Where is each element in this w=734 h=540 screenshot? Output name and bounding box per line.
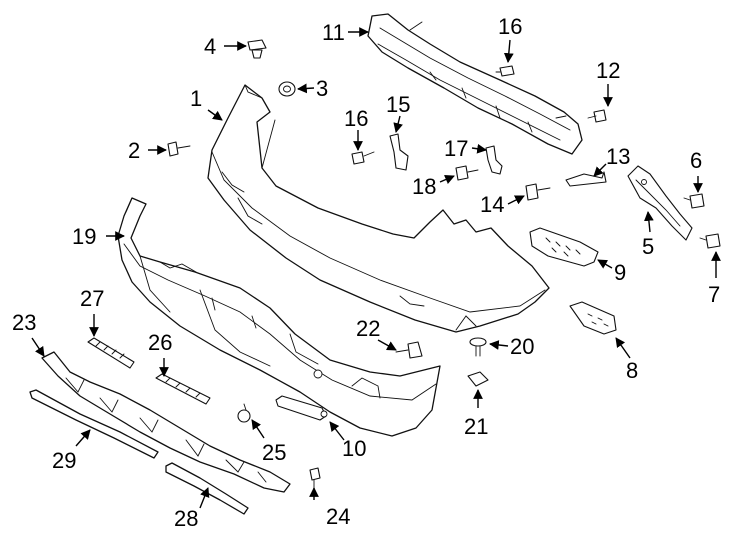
callout-10: 10 <box>342 436 366 461</box>
callout-27: 27 <box>80 286 104 311</box>
callout-labels: 1 2 3 4 5 6 7 8 9 10 11 12 13 14 15 16 1… <box>12 14 720 531</box>
impact-bar <box>367 13 583 155</box>
leader-lines <box>31 27 721 509</box>
callout-29: 29 <box>52 448 76 473</box>
leader-line-22 <box>377 339 397 351</box>
bracket-17 <box>485 145 503 175</box>
reflector-right <box>569 301 617 335</box>
leader-line-28 <box>199 487 210 509</box>
small-bracket <box>565 171 607 187</box>
bolt-18 <box>455 165 479 181</box>
leader-line-10 <box>329 421 345 441</box>
callout-18: 18 <box>412 174 436 199</box>
molding-29 <box>29 389 159 459</box>
side-bracket <box>627 165 693 241</box>
callout-12: 12 <box>596 58 620 83</box>
retainer-clip <box>247 39 267 59</box>
bolt-16 <box>495 65 515 77</box>
callout-19: 19 <box>72 224 96 249</box>
reinforcement-27 <box>87 337 135 369</box>
callout-8: 8 <box>626 358 638 383</box>
leader-line-29 <box>75 429 91 447</box>
bolt-14 <box>525 183 551 201</box>
leader-line-9 <box>597 259 613 269</box>
callout-28: 28 <box>174 506 198 531</box>
leader-line-17 <box>471 143 487 154</box>
leader-line-8 <box>615 337 631 359</box>
callout-20: 20 <box>510 334 534 359</box>
plug <box>237 403 251 423</box>
skid-plate <box>41 351 291 493</box>
callout-16b: 16 <box>344 106 368 131</box>
bolt-22 <box>395 341 423 359</box>
rear-bumper-cover-upper <box>207 84 550 333</box>
callout-16a: 16 <box>498 14 522 39</box>
callout-26: 26 <box>148 330 172 355</box>
callout-14: 14 <box>480 192 504 217</box>
bolt-12 <box>587 109 607 123</box>
push-pin-7 <box>699 233 721 249</box>
callout-5: 5 <box>642 234 654 259</box>
leader-line-13 <box>593 163 607 177</box>
leader-line-16a <box>503 39 514 63</box>
leader-line-1 <box>207 109 223 121</box>
callout-7: 7 <box>708 282 720 307</box>
leader-line-5 <box>644 211 654 233</box>
callout-6: 6 <box>690 148 702 173</box>
callout-21: 21 <box>464 414 488 439</box>
leader-line-14 <box>507 195 525 205</box>
callout-1: 1 <box>190 86 202 111</box>
callout-15: 15 <box>386 92 410 117</box>
leader-line-15 <box>393 115 403 133</box>
bracket-15 <box>389 133 409 171</box>
screw-24 <box>309 467 321 489</box>
trim-strip <box>275 395 328 421</box>
leader-line-18 <box>439 174 455 184</box>
leader-line-23 <box>31 337 45 357</box>
callout-2: 2 <box>128 138 140 163</box>
callout-4: 4 <box>204 34 216 59</box>
screw-2 <box>167 141 191 157</box>
callout-3: 3 <box>316 76 328 101</box>
callout-9: 9 <box>614 260 626 285</box>
callout-22: 22 <box>356 316 380 341</box>
bolt-6 <box>683 193 705 209</box>
reflector-left <box>529 227 599 267</box>
leader-line-3 <box>297 83 315 94</box>
push-pin-20 <box>469 337 487 357</box>
callout-17: 17 <box>444 136 468 161</box>
reinforcement-26 <box>155 373 211 405</box>
bolt-16b <box>351 151 375 165</box>
callout-23: 23 <box>12 310 36 335</box>
callout-11: 11 <box>322 20 345 45</box>
callout-25: 25 <box>262 440 286 465</box>
grommet <box>278 81 296 97</box>
leader-line-25 <box>251 419 265 439</box>
callout-24: 24 <box>326 504 350 529</box>
callout-13: 13 <box>606 144 630 169</box>
rear-bumper-cover-lower <box>117 197 441 437</box>
clip-21 <box>467 371 489 387</box>
leader-line-20 <box>489 340 509 350</box>
